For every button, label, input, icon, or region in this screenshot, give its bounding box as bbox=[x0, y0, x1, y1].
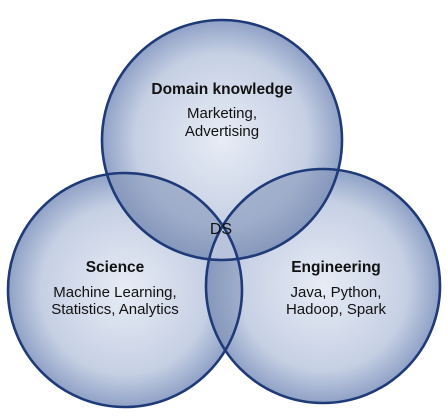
science-line2: Statistics, Analytics bbox=[51, 301, 179, 318]
overlap-domain-science bbox=[102, 173, 242, 260]
domain-knowledge-line1: Marketing, bbox=[186, 105, 258, 122]
center-ds-label: DS bbox=[209, 221, 233, 238]
science-title: Science bbox=[85, 259, 145, 276]
outline-science bbox=[6, 171, 244, 409]
outline-engineering bbox=[204, 167, 442, 405]
engineering-title: Engineering bbox=[291, 259, 381, 276]
engineering-line2: Hadoop, Spark bbox=[285, 301, 387, 318]
overlap-domain-engineering bbox=[206, 169, 342, 260]
science-line1: Machine Learning, bbox=[53, 284, 177, 301]
domain-knowledge-title: Domain knowledge bbox=[151, 81, 293, 98]
outline-domain-knowledge bbox=[100, 18, 344, 262]
engineering-line1: Java, Python, bbox=[290, 284, 382, 301]
domain-knowledge-line2: Advertising bbox=[184, 123, 260, 140]
